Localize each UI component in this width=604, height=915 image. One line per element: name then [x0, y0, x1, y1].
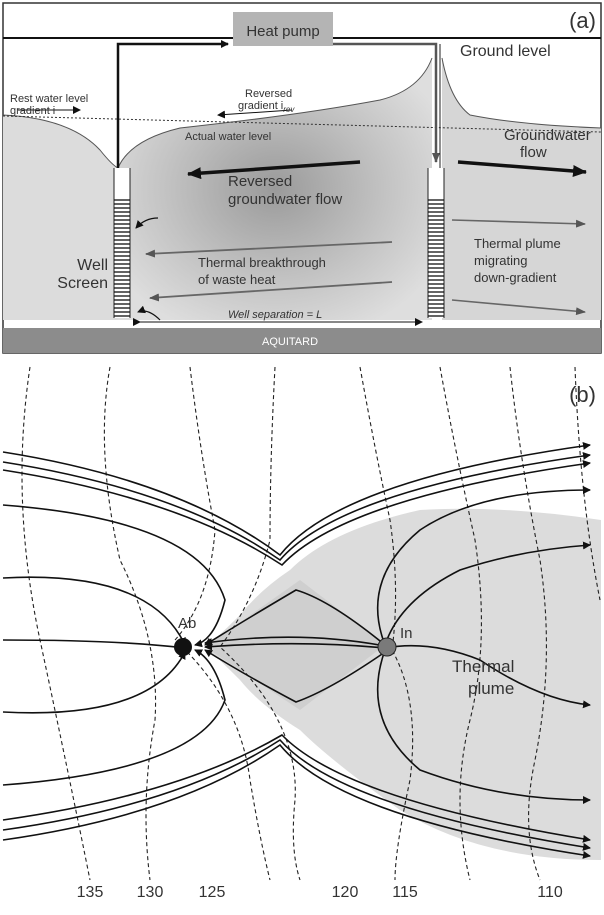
screen-label: Screen — [57, 275, 108, 292]
thermal-plume-label: Thermal plume — [474, 236, 561, 251]
aquifer-left — [3, 115, 118, 320]
panel-a-label: (a) — [569, 8, 596, 33]
aquitard-label: AQUITARD — [262, 336, 318, 348]
panel-b-label: (b) — [569, 382, 596, 407]
abstraction-well-marker — [174, 638, 192, 656]
contour-value-labels: 135 130 125 120 115 110 — [77, 884, 563, 901]
injection-screen-slots — [428, 199, 444, 317]
contour-label-125: 125 — [199, 884, 226, 901]
aquitard-layer — [3, 328, 601, 353]
thermal-plume-label-2: migrating — [474, 253, 527, 268]
injection-well-marker — [377, 637, 397, 657]
breakthrough-arrow-1 — [145, 241, 393, 258]
reversed-gradient-label: Reversed — [245, 88, 292, 100]
pipe-to-heat-pump — [116, 40, 229, 170]
reversed-flow-arrow — [187, 160, 361, 180]
rest-water-level-label: Rest water level — [10, 93, 88, 105]
reversed-gradient-arrow — [217, 109, 293, 119]
plume-arrow-1 — [451, 219, 586, 228]
aquifer-cone-zone — [118, 58, 432, 320]
injection-well-label: In — [400, 625, 413, 642]
contour-label-115: 115 — [392, 884, 418, 901]
abstraction-screen-slots — [114, 199, 130, 317]
ground-level-label: Ground level — [460, 43, 551, 60]
groundwater-flow-arrow — [457, 160, 587, 177]
plume-arrow-2 — [451, 299, 586, 316]
contour-label-130: 130 — [137, 884, 164, 901]
streamlines — [2, 442, 591, 859]
reversed-flow-label: Reversed — [228, 173, 292, 190]
contour-label-110: 110 — [537, 884, 563, 901]
contour-label-120: 120 — [332, 884, 359, 901]
well-label: Well — [77, 257, 108, 274]
aquifer-right — [442, 58, 601, 320]
contour-line-130 — [103, 366, 157, 881]
heat-pump-label: Heat pump — [246, 23, 319, 40]
thermal-plume-label-b: Thermal — [452, 657, 514, 676]
contour-line-115 — [439, 366, 482, 881]
well-separation-label: Well separation = L — [228, 309, 322, 321]
actual-water-level-line — [2, 57, 433, 169]
thermal-plume-label-3: down-gradient — [474, 270, 557, 285]
contour-label-135: 135 — [77, 884, 104, 901]
groundwater-flow-label: Groundwater — [504, 127, 591, 144]
heat-pump-box — [233, 12, 333, 46]
abstraction-well-label: Ab — [178, 615, 196, 632]
breakthrough-arrow-2 — [149, 281, 393, 302]
reversed-gradient-label-2: gradient irev — [238, 100, 295, 114]
inflow-curl-1 — [135, 217, 159, 229]
thermal-breakthrough-label: Thermal breakthrough — [198, 255, 326, 270]
rest-water-gradient-label: gradient i — [10, 105, 55, 117]
reversed-flow-label-2: groundwater flow — [228, 191, 342, 208]
actual-water-level-line-right — [441, 57, 602, 129]
actual-water-level-label: Actual water level — [185, 131, 271, 143]
groundwater-flow-label-2: flow — [520, 144, 547, 161]
thermal-breakthrough-label-2: of waste heat — [198, 272, 276, 287]
panel-a: Heat pump AQUITARD — [2, 2, 602, 354]
thermal-plume-label-b-2: plume — [468, 679, 514, 698]
contour-line-120 — [359, 366, 414, 881]
pipe-to-injection-well — [333, 42, 440, 163]
